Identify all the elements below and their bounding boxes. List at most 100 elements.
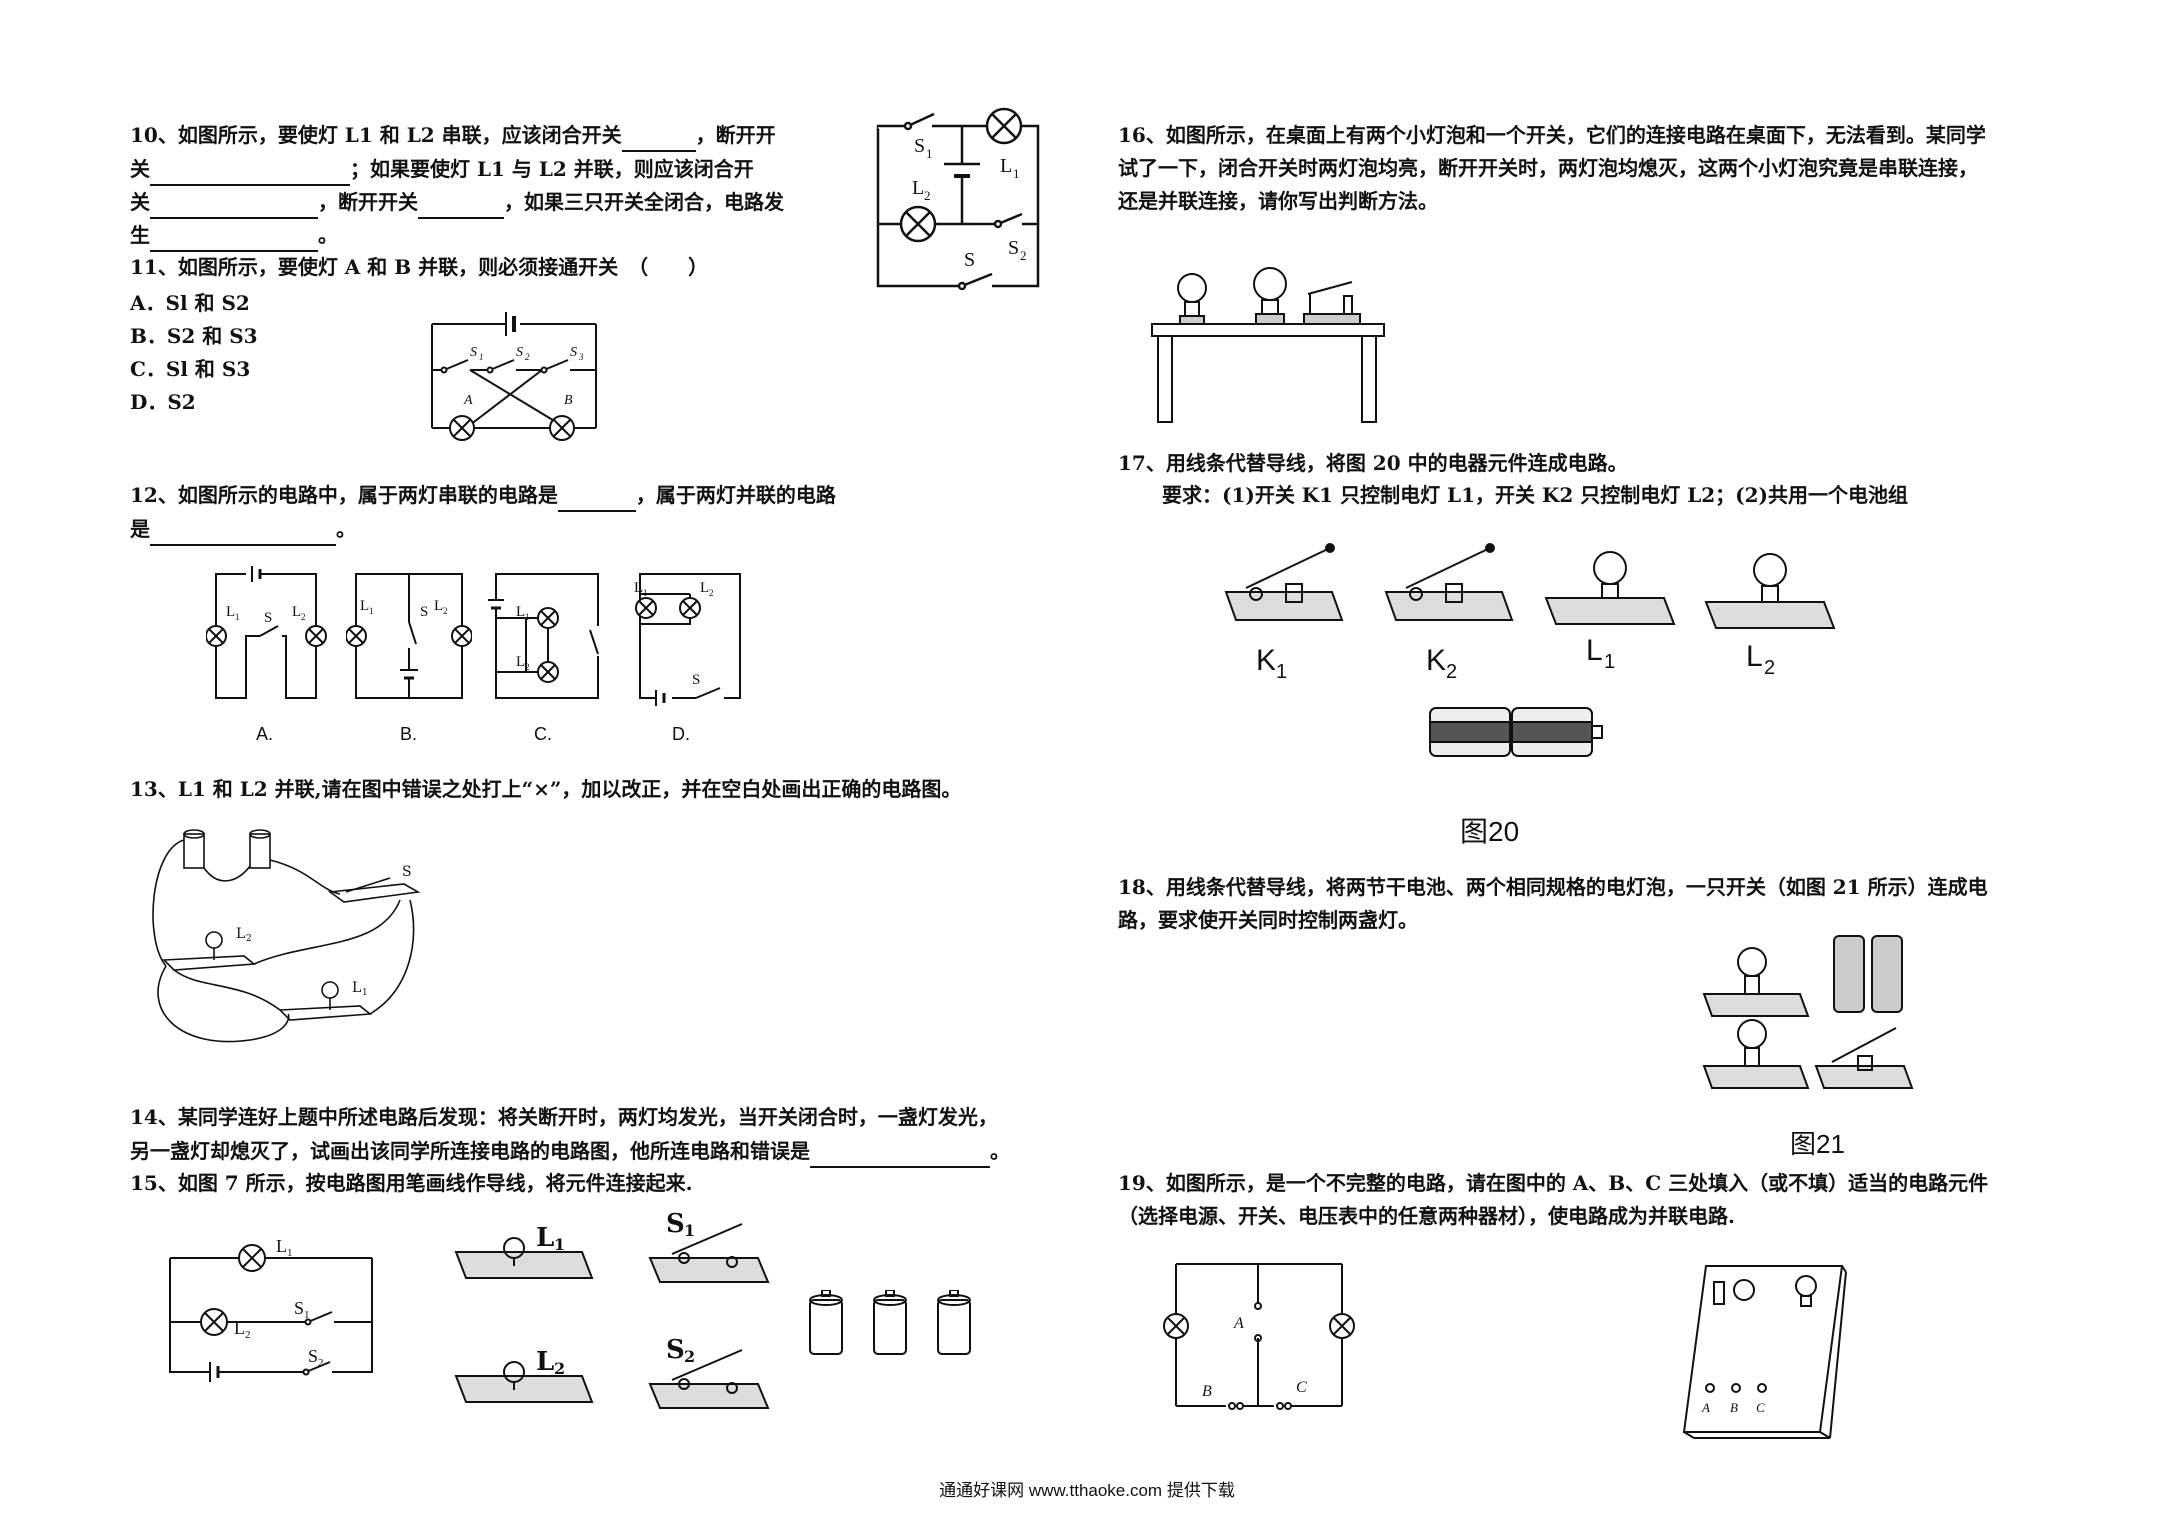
q10-blank-1[interactable] — [621, 130, 696, 152]
q12-caption-c: C. — [534, 724, 552, 744]
q10-text: ，断开开 — [695, 123, 776, 147]
sub: 2 — [924, 188, 931, 203]
q15-question: 15、如图 7 所示，按电路图用笔画线作导线，将元件连接起来. — [130, 1171, 693, 1195]
q12-circuit-c: L 1 L 2 — [486, 566, 610, 708]
q12-caption-a: A. — [256, 724, 274, 744]
q10-blank-4[interactable] — [418, 197, 504, 219]
label-S2: S — [666, 1335, 685, 1365]
sub: 2 — [554, 1359, 565, 1378]
label-S: S — [692, 672, 700, 688]
q11-option-c[interactable]: C．Sl 和 S3 — [130, 357, 251, 381]
label-S2: S — [308, 1346, 318, 1366]
q10-text: ，如果三只开关全闭合，电路发 — [504, 190, 784, 214]
label-L1: L — [360, 598, 369, 614]
label-L1: L — [634, 580, 643, 596]
q11-question: 11、如图所示，要使灯 A 和 B 并联，则必须接通开关 （ ） — [130, 255, 709, 279]
label-S: S — [264, 610, 272, 626]
q17-line2: 要求：(1)开关 K1 只控制电灯 L1，开关 K2 只控制电灯 L2；(2)共… — [1162, 483, 1909, 507]
q16-line1: 16、如图所示，在桌面上有两个小灯泡和一个开关，它们的连接电路在桌面下，无法看到… — [1118, 123, 1986, 147]
q10-circuit-diagram: S 1 L 1 L 2 S 2 S — [872, 106, 1052, 292]
q10-text: ；如果要使灯 L1 与 L2 并联，则应该闭合开 — [350, 157, 754, 181]
q15-circuit-diagram: L 1 L 2 S 1 S 2 — [140, 1222, 380, 1392]
q11-circuit-diagram: S 1 S 2 S 3 A B — [426, 296, 606, 442]
q12-blank-2[interactable] — [150, 524, 336, 546]
sub: 2 — [1020, 248, 1027, 263]
sub: 2 — [1446, 661, 1457, 683]
q13-component-diagram: S L 2 L 1 — [140, 820, 450, 1056]
sub: 1 — [926, 146, 933, 161]
q13-question: 13、L1 和 L2 并联,请在图中错误之处打上“×”，加以改正，并在空白处画出… — [130, 777, 962, 801]
label-L1: L — [1000, 155, 1012, 177]
label-L2: L — [912, 177, 924, 199]
q10-line1: 10、如图所示，要使灯 L1 和 L2 串联，应该闭合开关 ，断开开 — [130, 118, 776, 152]
q12-caption-d: D. — [672, 724, 690, 744]
q10-line3: 关 ，断开开关 ，如果三只开关全闭合，电路发 — [130, 185, 784, 219]
sub: 2 — [301, 612, 306, 622]
q15-batteries — [806, 1290, 982, 1358]
label-L2: L — [536, 1347, 554, 1377]
sub: 1 — [1604, 651, 1615, 673]
sub: 2 — [245, 1329, 251, 1341]
q17-battery-pack — [1426, 702, 1606, 762]
q11-option-a[interactable]: A．Sl 和 S2 — [130, 291, 250, 315]
q12-text: 是 — [130, 517, 150, 541]
q10-blank-5[interactable] — [150, 230, 318, 252]
label-A: A — [1233, 1315, 1244, 1332]
label-B: B — [1202, 1383, 1212, 1400]
q10-text: 关 — [130, 190, 150, 214]
q10-text: ，断开开关 — [318, 190, 418, 214]
q12-text: 。 — [336, 517, 356, 541]
q14-blank[interactable] — [810, 1146, 990, 1168]
q10-blank-2[interactable] — [150, 164, 350, 186]
label-B: B — [1730, 1400, 1738, 1415]
q12-line2: 是。 — [130, 512, 356, 546]
sub: 2 — [1764, 657, 1775, 679]
label-S2: S — [1008, 237, 1019, 259]
q17-components: K 1 K 2 L 1 L 2 — [1216, 540, 1856, 690]
q10-blank-3[interactable] — [150, 197, 318, 219]
q18-figure-caption: 图21 — [1790, 1129, 1845, 1159]
q18-line1: 18、用线条代替导线，将两节干电池、两个相同规格的电灯泡，一只开关（如图 21 … — [1118, 875, 1988, 899]
sub: 1 — [235, 612, 240, 622]
q19-board-diagram: A B C — [1670, 1262, 1850, 1442]
sub: 1 — [1276, 661, 1287, 683]
label-L2: L — [292, 604, 301, 620]
q14-text: 另一盏灯却熄灭了，试画出该同学所连接电路的电路图，他所连电路和错误是 — [130, 1139, 810, 1163]
label-S: S — [402, 864, 412, 880]
sub: 2 — [318, 1357, 324, 1369]
label-A: A — [463, 393, 473, 408]
q12-blank-1[interactable] — [557, 490, 636, 512]
q17-line1: 17、用线条代替导线，将图 20 中的电器元件连成电路。 — [1118, 451, 1628, 475]
q16-table-diagram — [1148, 256, 1388, 426]
label-B: B — [564, 393, 573, 408]
q10-text: 。 — [318, 223, 338, 247]
q11-option-b[interactable]: B．S2 和 S3 — [130, 324, 258, 348]
q19-line1: 19、如图所示，是一个不完整的电路，请在图中的 A、B、C 三处填入（或不填）适… — [1118, 1171, 1989, 1195]
q12-circuit-b: L 1 S L 2 — [346, 566, 472, 708]
q18-line2: 路，要求使开关同时控制两盏灯。 — [1118, 908, 1418, 932]
label-L2: L — [1746, 640, 1763, 673]
label-S1: S — [914, 135, 925, 157]
label-L2: L — [434, 598, 443, 614]
q12-text: ，属于两灯并联的电路 — [635, 483, 836, 507]
label-L2: L — [234, 1318, 245, 1338]
q19-line2: （选择电源、开关、电压表中的任意两种器材），使电路成为并联电路. — [1118, 1204, 1735, 1228]
label-S1: S — [470, 345, 477, 360]
label-L1: L — [352, 980, 361, 996]
q12-caption-b: B. — [400, 724, 418, 744]
sub: 2 — [709, 588, 714, 598]
label-C: C — [1756, 1400, 1765, 1415]
sub: 2 — [525, 352, 530, 362]
q10-text: 10、如图所示，要使灯 L1 和 L2 串联，应该闭合开关 — [130, 123, 622, 147]
q11-option-d[interactable]: D．S2 — [130, 390, 196, 414]
q10-text: 关 — [130, 157, 150, 181]
sub: 1 — [554, 1235, 565, 1254]
label-L1: L — [226, 604, 235, 620]
sub: 1 — [525, 612, 530, 622]
sub: 1 — [643, 588, 648, 598]
sub: 2 — [684, 1347, 695, 1366]
label-K1: K — [1256, 644, 1276, 677]
sub: 1 — [304, 1309, 310, 1321]
q14-line2: 另一盏灯却熄灭了，试画出该同学所连接电路的电路图，他所连电路和错误是。 — [130, 1134, 1010, 1168]
q16-line2: 试了一下，闭合开关时两灯泡均亮，断开开关时，两灯泡均熄灭，这两个小灯泡究竟是串联… — [1118, 156, 1978, 180]
